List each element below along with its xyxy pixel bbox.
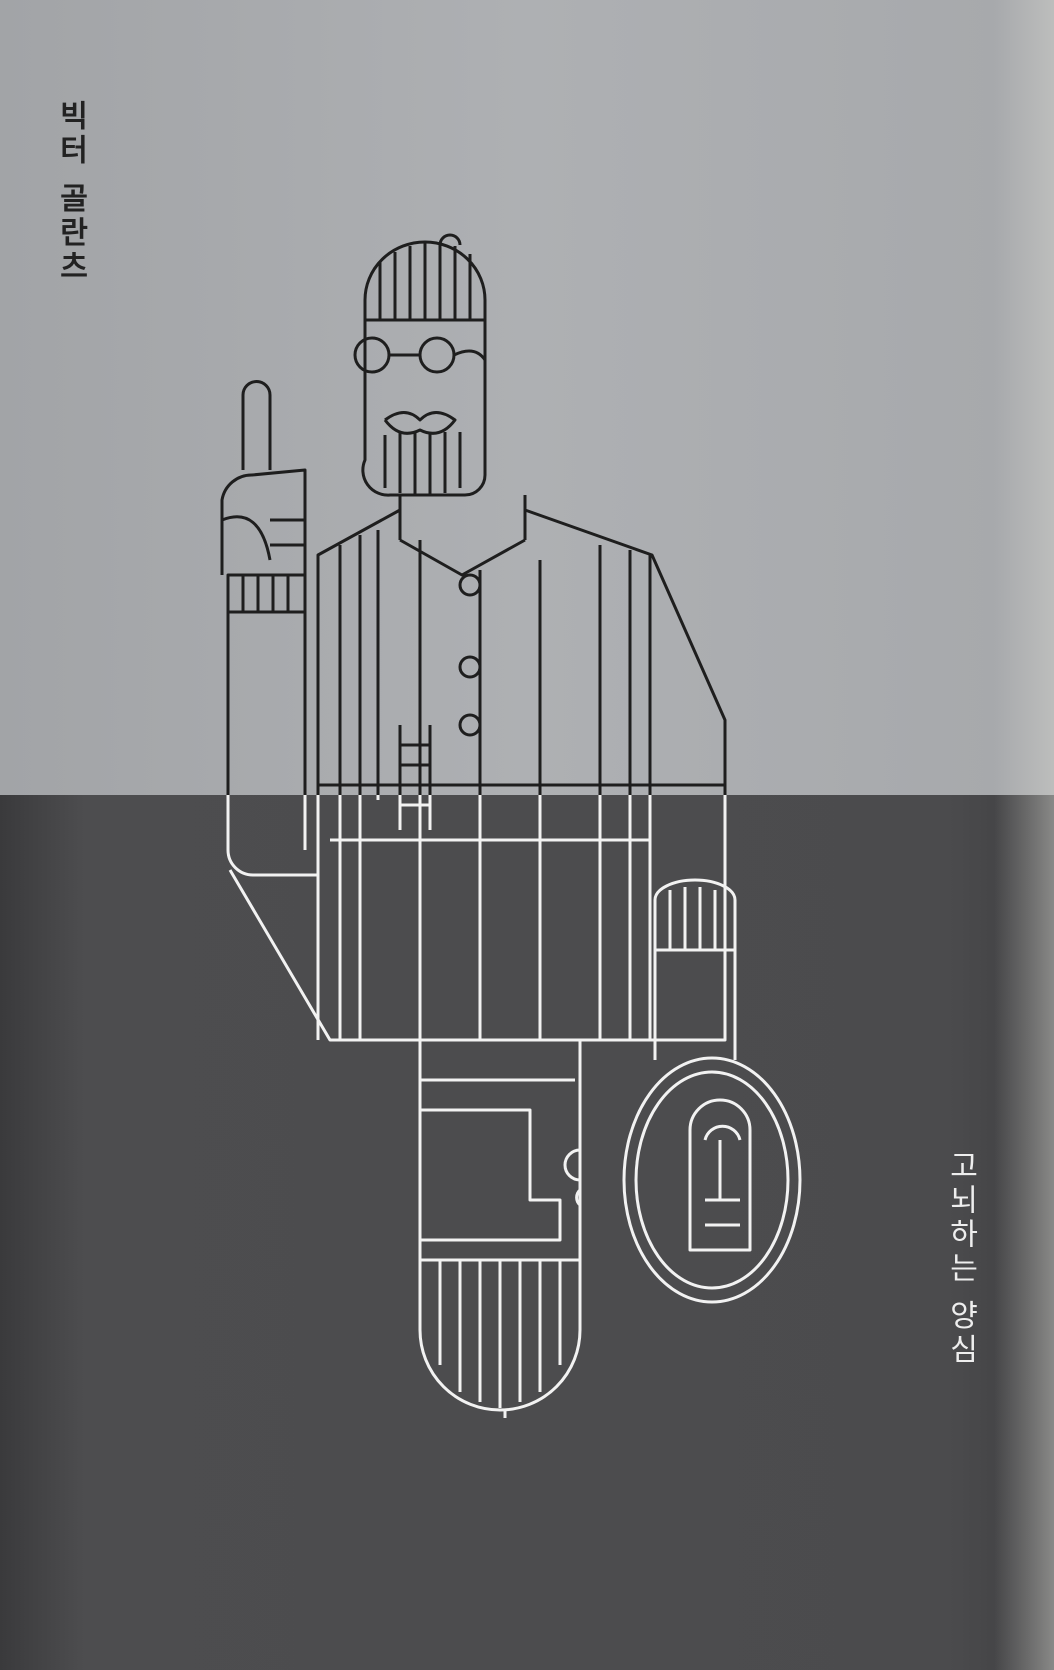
cover-bottom-panel [0, 795, 1054, 1670]
book-title: 고뇌하는 양심 [943, 1150, 978, 1368]
author-name: 빅터 골란츠 [53, 100, 88, 285]
illustration-bottom-lines [220, 795, 802, 1420]
cover-top-panel [0, 0, 1054, 795]
page-edge [994, 0, 1054, 1670]
